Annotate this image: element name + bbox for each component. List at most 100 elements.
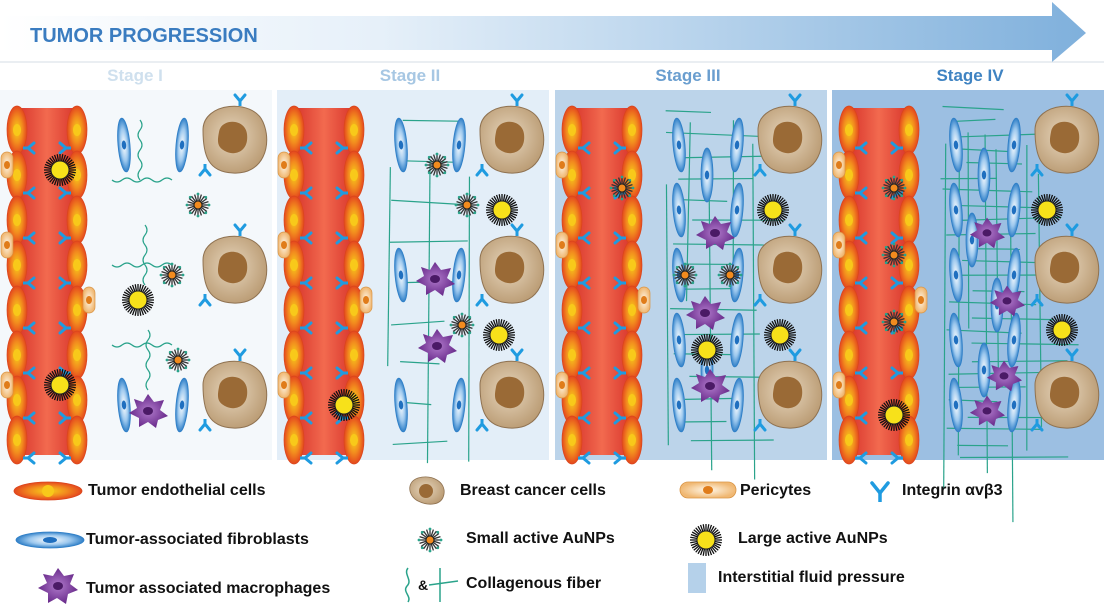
legend-collagen-amp: & [418, 577, 428, 593]
small-aunp [881, 309, 907, 335]
integrin [300, 366, 313, 380]
collagen-fiber [111, 262, 173, 268]
endothelial-cell [561, 415, 583, 465]
endothelial-cell [283, 415, 305, 465]
pericyte [555, 151, 569, 179]
integrin [475, 164, 489, 177]
stage-label-3: Stage III [655, 66, 720, 85]
integrin [58, 451, 71, 465]
integrin [578, 451, 591, 465]
blood-vessel [555, 105, 651, 465]
integrin [788, 93, 802, 106]
integrin [58, 141, 71, 155]
collagen-fiber [137, 119, 143, 181]
collagen-fiber [142, 224, 148, 286]
legend-label-integrin: Integrin αvβ3 [902, 482, 1003, 499]
endothelial-cell [343, 240, 365, 290]
endothelial-cell [898, 105, 920, 155]
large-aunp [44, 369, 76, 401]
integrin [23, 231, 36, 245]
endothelial-cell [343, 415, 365, 465]
integrin [613, 411, 626, 425]
integrin [510, 223, 524, 236]
macrophage [418, 329, 457, 363]
stage-3-content [555, 93, 823, 480]
large-aunp [122, 284, 154, 316]
integrin [578, 321, 591, 335]
endothelial-cell [898, 330, 920, 380]
stage-1-content [0, 93, 268, 465]
endothelial-cell [561, 330, 583, 380]
macrophage [416, 262, 455, 296]
integrin [1030, 294, 1044, 307]
large-aunp [1031, 194, 1063, 226]
small-aunp [185, 192, 211, 218]
integrin [475, 419, 489, 432]
integrin [855, 366, 868, 380]
integrin [1065, 223, 1079, 236]
fibroblast [700, 147, 714, 203]
integrin [890, 451, 903, 465]
integrin [335, 366, 348, 380]
integrin [890, 141, 903, 155]
integrin [613, 276, 626, 290]
integrin [233, 93, 247, 106]
macrophage [686, 296, 725, 330]
collagen-fiber [145, 329, 151, 391]
large-aunp [328, 389, 360, 421]
endothelial-cell [283, 105, 305, 155]
breast-cancer-cell [757, 105, 823, 174]
macrophage [969, 395, 1005, 427]
integrin [578, 411, 591, 425]
integrin [788, 223, 802, 236]
blood-vessel [832, 105, 928, 465]
legend-label-macrophages: Tumor associated macrophages [86, 580, 331, 597]
large-aunp [757, 194, 789, 226]
small-aunp [881, 175, 907, 201]
integrin [753, 164, 767, 177]
integrin [23, 141, 36, 155]
integrin [335, 451, 348, 465]
integrin [578, 366, 591, 380]
pericyte [0, 231, 14, 259]
macrophage [969, 217, 1005, 249]
legend-fibroblast-icon [15, 531, 85, 549]
stage-label-2: Stage II [380, 66, 440, 85]
integrin [300, 451, 313, 465]
stage-label-1: Stage I [107, 66, 163, 85]
endothelial-cell [343, 105, 365, 155]
endothelial-cell [898, 150, 920, 200]
legend-pericyte-icon [679, 481, 737, 499]
macrophage [129, 394, 168, 428]
endothelial-cell [66, 415, 88, 465]
integrin [890, 366, 903, 380]
progression-arrow [0, 2, 1086, 62]
breast-cancer-cell [757, 235, 823, 304]
breast-cancer-cell [202, 105, 268, 174]
stage-label-4: Stage IV [936, 66, 1004, 85]
endothelial-cell [621, 330, 643, 380]
endothelial-cell [561, 105, 583, 155]
legend-label-fluid-pressure: Interstitial fluid pressure [718, 569, 905, 586]
endothelial-cell [621, 195, 643, 245]
panels-content [0, 93, 1100, 523]
small-aunp [454, 192, 480, 218]
endothelial-cell [6, 415, 28, 465]
integrin [23, 451, 36, 465]
fibroblast [977, 342, 991, 398]
small-aunp [717, 262, 743, 288]
integrin [613, 321, 626, 335]
small-aunp [417, 527, 443, 553]
endothelial-cell [898, 415, 920, 465]
macrophage [986, 360, 1022, 392]
integrin [1065, 93, 1079, 106]
endothelial-cell [6, 285, 28, 335]
pericyte [277, 151, 291, 179]
integrin [23, 276, 36, 290]
integrin [58, 186, 71, 200]
pericyte [832, 231, 846, 259]
integrin [335, 186, 348, 200]
integrin [578, 276, 591, 290]
pericyte [555, 371, 569, 399]
macrophage [691, 369, 730, 403]
